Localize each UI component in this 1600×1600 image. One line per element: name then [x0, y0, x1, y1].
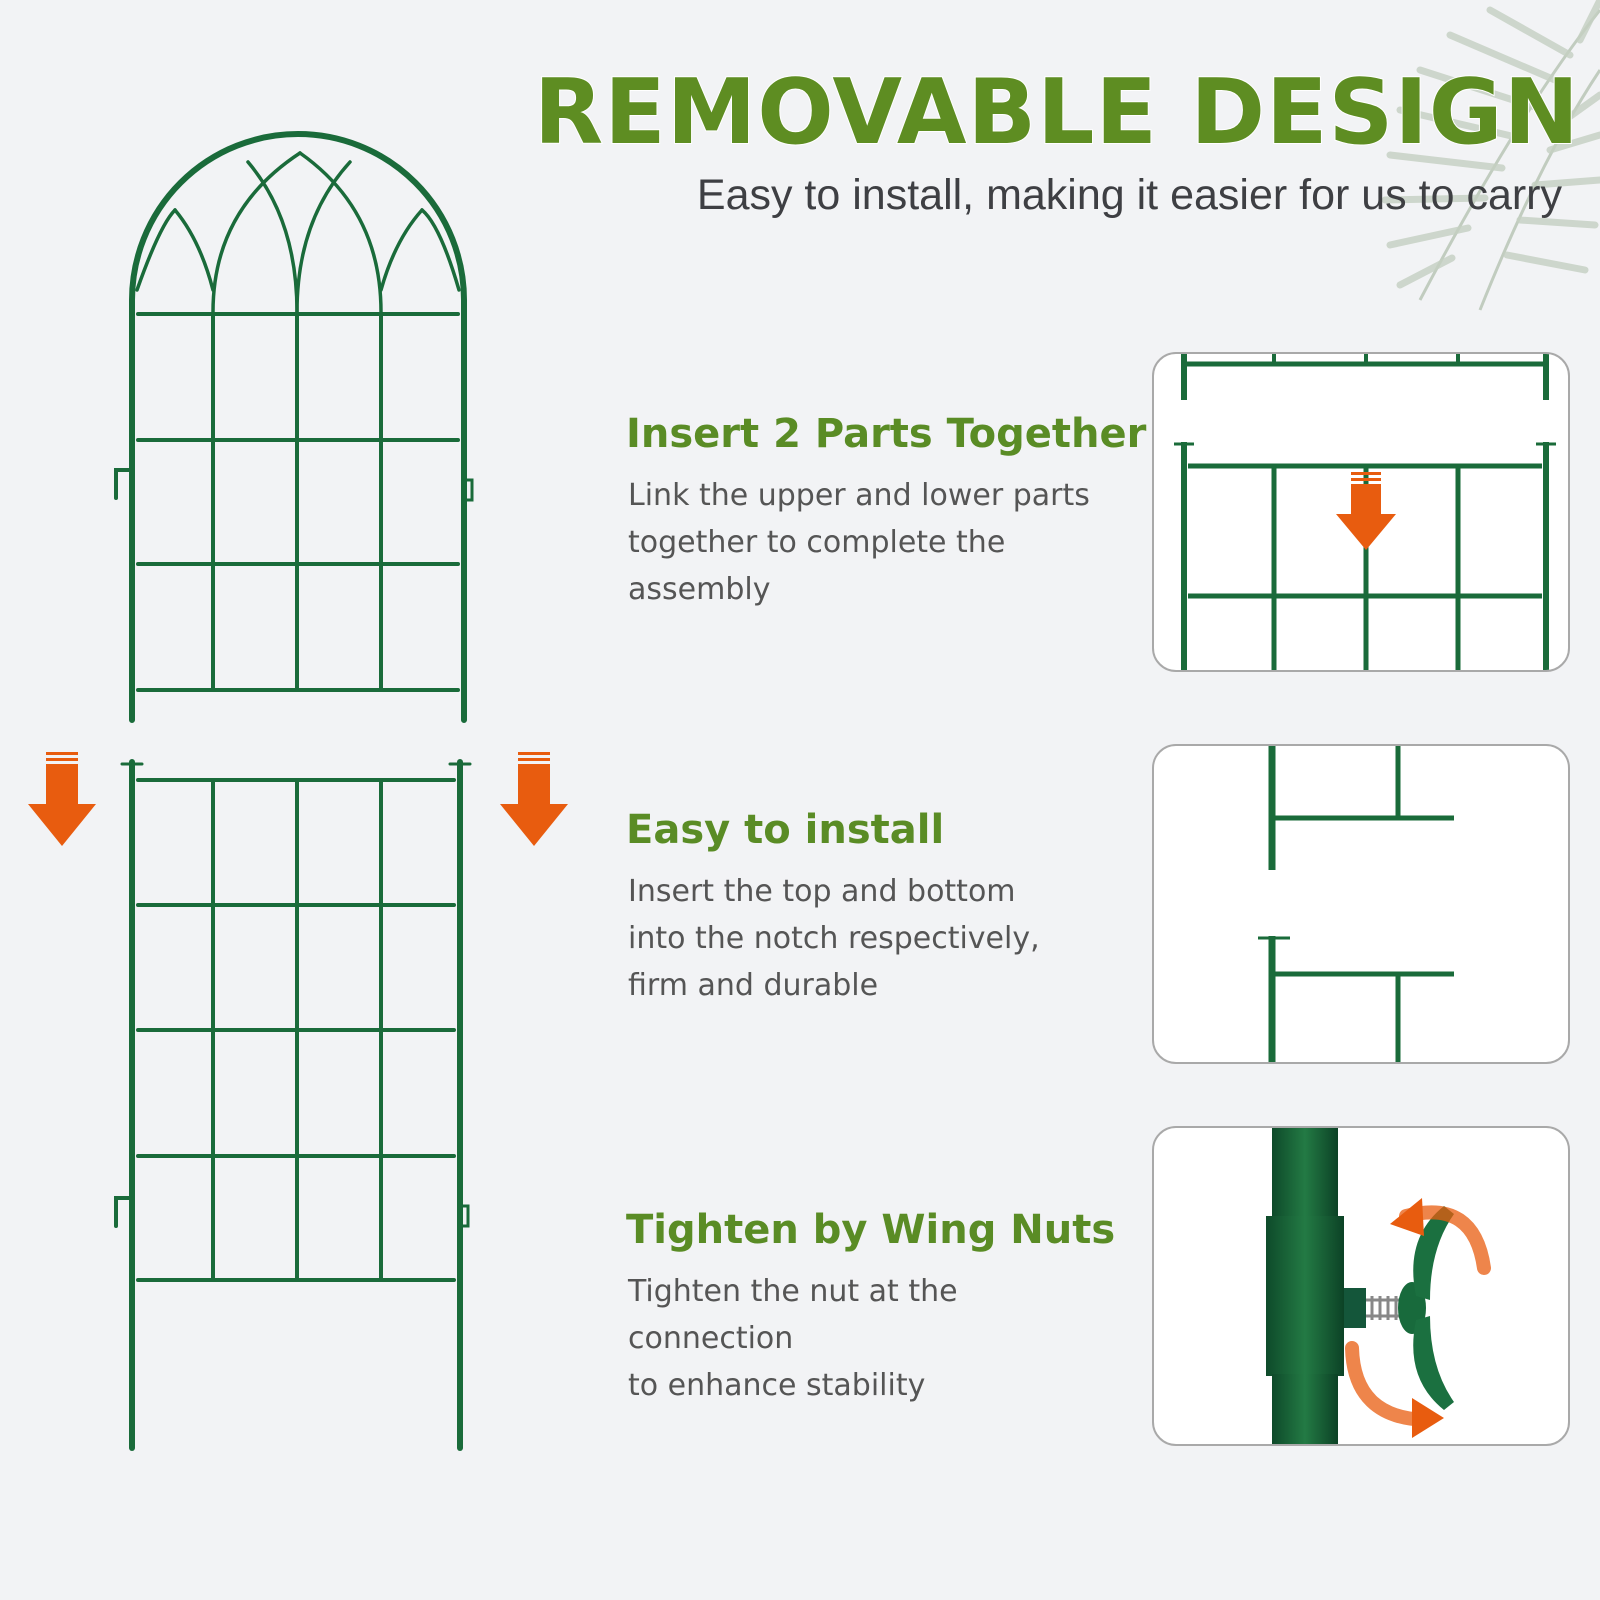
garden-trellis-illustration — [28, 131, 568, 1451]
down-arrow-icon — [500, 752, 568, 846]
rotate-arrows-icon — [1345, 1198, 1491, 1438]
panel-insert-parts — [1152, 352, 1570, 672]
feature-desc-insert-parts: Link the upper and lower parts together … — [628, 478, 1090, 607]
subheadline: Easy to install, making it easier for us… — [696, 171, 1562, 219]
down-arrow-icon — [1336, 472, 1396, 550]
headline: REMOVABLE DESIGN — [533, 60, 1580, 165]
panel-notch-detail — [1152, 744, 1570, 1064]
feature-title-insert-parts: Insert 2 Parts Together — [626, 411, 1147, 457]
down-arrow-icon — [28, 752, 96, 846]
feature-title-easy-install: Easy to install — [626, 807, 945, 853]
feature-desc-wing-nuts: Tighten the nut at the connection to enh… — [628, 1274, 958, 1403]
panel-wing-nut-detail — [1152, 1126, 1570, 1446]
feature-title-wing-nuts: Tighten by Wing Nuts — [626, 1207, 1116, 1253]
feature-desc-easy-install: Insert the top and bottom into the notch… — [628, 874, 1040, 1003]
palm-leaf-icon — [1381, 0, 1600, 311]
